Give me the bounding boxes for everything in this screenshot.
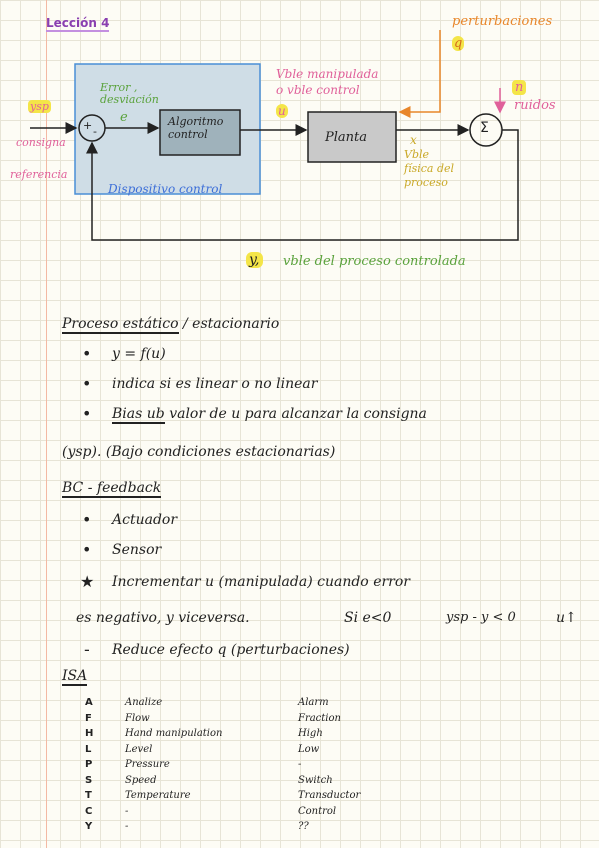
lesson-title: Lección 4 <box>46 16 110 32</box>
star-line: Incrementar u (manipulada) cuando error <box>112 574 410 590</box>
noise-symbol: n <box>512 80 527 95</box>
dash-bullet: - <box>84 640 90 659</box>
negative-line-b: Si e<0 <box>344 610 392 626</box>
controller-label: Algoritmo control <box>168 115 224 141</box>
negative-line-a: es negativo, y viceversa. <box>76 610 250 626</box>
referencia-label: referencia <box>10 168 68 181</box>
isa-second-meaning: ?? <box>298 821 309 832</box>
isa-title: ISA <box>62 668 88 686</box>
static-item-function: y = f(u) <box>112 346 166 362</box>
process-x-label: Vble física del proceso <box>404 148 455 189</box>
notebook-margin-line <box>46 0 47 848</box>
isa-letter: F <box>85 712 92 724</box>
isa-second-meaning: Alarm <box>298 697 329 708</box>
setpoint-symbol: ysp <box>28 100 51 113</box>
isa-letter: C <box>85 805 93 817</box>
process-x-symbol: x <box>410 133 417 147</box>
bullet-dot: • <box>82 374 92 393</box>
bc-item-sensor: Sensor <box>112 542 162 558</box>
manipulated-symbol: u <box>276 104 288 118</box>
isa-second-meaning: Transductor <box>298 790 361 801</box>
feedback-label: vble del proceso controlada <box>283 254 466 269</box>
isa-first-meaning: - <box>125 821 129 832</box>
isa-first-meaning: - <box>125 805 129 817</box>
sigma-symbol: Σ <box>480 120 489 136</box>
bullet-dot: • <box>82 344 92 363</box>
negative-line-c: ysp - y < 0 <box>446 610 516 625</box>
bc-feedback-title: BC - feedback <box>62 480 162 498</box>
isa-first-meaning: Hand manipulation <box>125 728 223 739</box>
isa-second-meaning: High <box>298 728 323 739</box>
perturbations-label: perturbaciones <box>452 14 553 29</box>
isa-first-meaning: Analize <box>125 697 163 708</box>
plant-block <box>307 111 397 163</box>
negative-line-d: u↑ <box>556 610 577 626</box>
control-block-diagram <box>30 30 519 241</box>
noise-label: ruidos <box>514 98 556 113</box>
controller-block <box>159 109 241 156</box>
perturbation-arrow <box>398 30 441 118</box>
bias-continuation: (ysp). (Bajo condiciones estacionarias) <box>62 444 336 460</box>
device-label: Dispositivo control <box>108 182 223 196</box>
isa-second-meaning: - <box>298 759 302 770</box>
consigna-label: consigna <box>16 136 66 149</box>
isa-second-meaning: Control <box>298 805 337 817</box>
static-process-title-rest: / estacionario <box>183 316 280 332</box>
error-symbol: e <box>120 110 128 125</box>
plant-label: Planta <box>325 130 368 145</box>
bias-definition: valor de u para alcanzar la consigna <box>169 406 427 422</box>
isa-first-meaning: Level <box>125 743 153 755</box>
isa-first-meaning: Pressure <box>125 759 170 770</box>
sum-minus-sign: - <box>93 125 97 138</box>
isa-first-meaning: Temperature <box>125 790 191 801</box>
feedback-symbol: y, <box>246 252 263 268</box>
bias-term: Bias ub <box>112 406 165 424</box>
bullet-dot: • <box>82 404 92 423</box>
feedback-path <box>86 129 519 241</box>
isa-letter: S <box>85 774 93 786</box>
isa-letter: Y <box>85 821 93 832</box>
perturbation-symbol: q <box>452 36 465 51</box>
isa-first-meaning: Speed <box>125 774 157 786</box>
isa-letter: H <box>85 728 94 739</box>
sum-plus-sign: + <box>83 119 93 132</box>
isa-letter: P <box>85 759 93 770</box>
isa-letter: T <box>85 790 92 801</box>
bullet-dot: • <box>82 510 92 529</box>
reduce-line: Reduce efecto q (perturbaciones) <box>112 642 350 658</box>
star-icon: ★ <box>80 572 95 591</box>
isa-second-meaning: Fraction <box>298 712 341 724</box>
static-process-title: Proceso estático <box>62 316 179 334</box>
error-label: Error , desviación <box>100 81 159 106</box>
manipulated-variable-label: Vble manipulada o vble control <box>276 67 379 97</box>
isa-second-meaning: Switch <box>298 774 333 786</box>
static-item-linearity: indica si es linear o no linear <box>112 376 318 392</box>
isa-second-meaning: Low <box>298 743 320 755</box>
bullet-dot: • <box>82 540 92 559</box>
bc-item-actuator: Actuador <box>112 512 178 528</box>
isa-letter: A <box>85 697 93 708</box>
isa-letter: L <box>85 743 92 755</box>
isa-first-meaning: Flow <box>125 712 150 724</box>
